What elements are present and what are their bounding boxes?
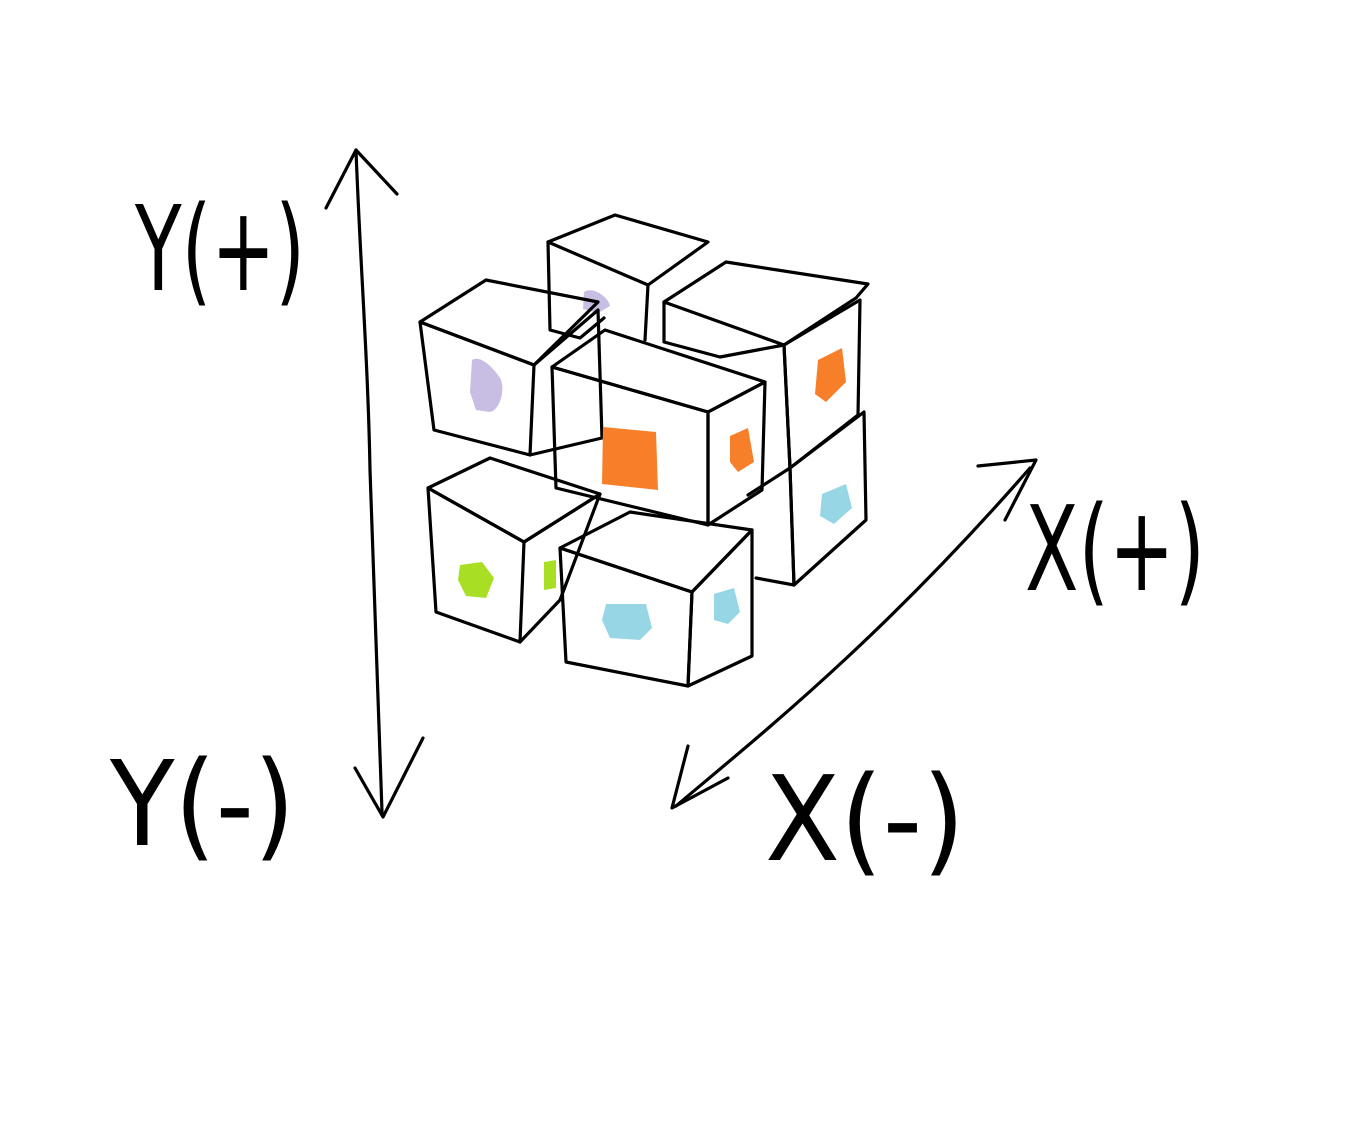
cube-cluster [418,213,870,688]
color-dot [820,484,852,524]
cube-right-lower [746,410,868,587]
y-negative-label: Y(-) [109,735,295,873]
color-dot [544,560,556,590]
color-dot [602,604,652,640]
color-dot [602,427,658,490]
cube-front-bottom [558,510,754,688]
y-axis-up-arrowhead [324,148,399,210]
cube-back-top-left [546,213,710,342]
x-positive-label: X(+) [1025,480,1205,618]
color-dot [714,588,740,624]
x-axis-arrow [670,458,1038,810]
cube-back-right [662,260,870,470]
x-axis-up-arrowhead [976,458,1038,522]
color-dot [458,562,494,598]
y-positive-label: Y(+) [134,180,305,318]
cube-bottom-left [426,456,602,644]
cube-top-left [418,278,604,457]
x-negative-label: X(-) [765,750,965,888]
y-axis-down-arrowhead [353,736,425,819]
cube-front-top [550,328,767,527]
color-dot [470,358,503,412]
color-dot [730,428,754,472]
y-axis-arrow [324,148,425,819]
x-axis-down-arrowhead [670,744,730,810]
color-dot [815,348,846,402]
